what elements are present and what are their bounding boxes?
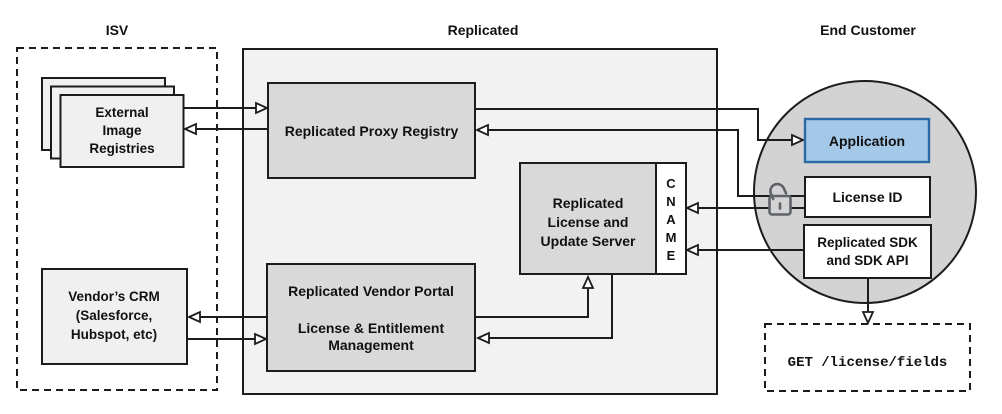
vendors-crm-box [41,268,188,365]
isv-region-label: ISV [106,22,129,38]
cname-letter-m: M [666,230,677,245]
arrowhead-into-get-endpoint [861,311,875,326]
unlock-icon-shackle [769,182,788,201]
license-server-label-line1: Replicated [553,195,624,211]
external-registries-label-line2: Image [102,123,142,138]
cname-letter-c: C [666,176,676,191]
arrowhead-into-cname-upper [684,201,699,215]
proxy-registry-box [267,82,476,179]
arrowhead-into-application [791,133,806,147]
vendor-portal-label-line2: License & Entitlement [298,320,445,336]
unlock-icon-body [768,194,792,216]
proxy-registry-label: Replicated Proxy Registry [285,123,459,139]
arrowhead-into-license-server-bottom [581,274,595,289]
replicated-sdk-label-line1: Replicated SDK [817,235,918,250]
get-endpoint-dashed-box [764,323,971,392]
external-registries-label-line3: Registries [89,141,154,156]
cname-strip [655,162,687,275]
arrowhead-into-cname-lower [684,243,699,257]
end-customer-region-label: End Customer [820,22,916,38]
replicated-sdk-box [803,224,932,279]
license-update-server-box [519,162,657,275]
license-server-label-line3: Update Server [541,233,636,249]
get-endpoint-label: GET /license/fields [788,355,948,371]
edge-license-server-to-portal [489,274,613,339]
vendors-crm-label-line1: Vendor’s CRM [68,289,160,304]
vendor-portal-label-line3: Management [328,337,414,353]
arrowhead-into-proxy-left [255,101,270,115]
unlock-icon [768,182,792,216]
arrowhead-into-registries [182,122,197,136]
replicated-region-label: Replicated [448,22,519,38]
edge-licenseid-to-proxy [488,129,770,197]
application-label: Application [829,133,905,149]
arrowhead-into-portal-right [475,331,490,345]
license-server-label-line2: License and [548,214,629,230]
cname-letter-a: A [666,212,676,227]
cname-letter-e: E [667,248,676,263]
replicated-sdk-label-line2: and SDK API [826,253,908,268]
external-registries-label-line1: External [95,105,148,120]
license-id-label: License ID [832,189,902,205]
arrowhead-into-proxy-right [474,123,489,137]
edge-proxy-to-application [475,108,792,141]
vendor-portal-label-line1: Replicated Vendor Portal [288,283,454,299]
vendors-crm-label-line2: (Salesforce, [76,308,153,323]
arrowhead-into-portal-left [254,332,269,346]
edge-portal-to-license-server [475,288,589,318]
vendors-crm-label-line3: Hubspot, etc) [71,327,157,342]
external-registries-box [59,94,185,168]
cname-letter-n: N [666,194,675,209]
arrowhead-into-crm [186,310,201,324]
license-id-box [804,176,931,218]
application-box [803,117,931,164]
vendor-portal-box [266,263,476,372]
